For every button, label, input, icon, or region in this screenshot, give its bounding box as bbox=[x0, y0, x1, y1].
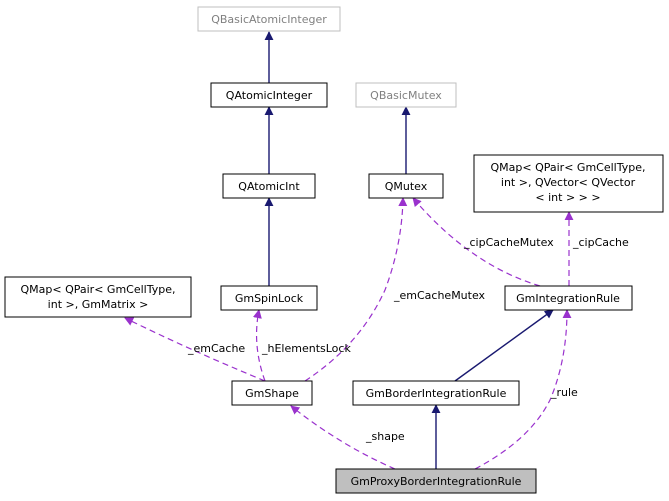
label-cip-cache: _cipCache bbox=[572, 236, 629, 249]
svg-text:< int > > >: < int > > > bbox=[535, 191, 600, 204]
edge-gmborder-to-gmintegration bbox=[454, 309, 554, 382]
svg-text:QMutex: QMutex bbox=[385, 180, 428, 193]
svg-text:int >, GmMatrix >: int >, GmMatrix > bbox=[48, 298, 149, 311]
node-gmproxyborderintegrationrule[interactable]: GmProxyBorderIntegrationRule bbox=[335, 468, 537, 494]
svg-text:GmBorderIntegrationRule: GmBorderIntegrationRule bbox=[366, 387, 507, 400]
svg-text:QMap< QPair< GmCellType,: QMap< QPair< GmCellType, bbox=[491, 161, 646, 174]
node-gmintegrationrule[interactable]: GmIntegrationRule bbox=[504, 285, 633, 311]
svg-text:QMap< QPair< GmCellType,: QMap< QPair< GmCellType, bbox=[21, 283, 176, 296]
edge-em-cache-mutex bbox=[304, 197, 408, 382]
svg-text:GmShape: GmShape bbox=[245, 387, 299, 400]
svg-text:QBasicMutex: QBasicMutex bbox=[370, 89, 442, 102]
edge-cip-cache-mutex bbox=[412, 197, 541, 287]
node-gmshape[interactable]: GmShape bbox=[231, 380, 313, 406]
svg-text:GmSpinLock: GmSpinLock bbox=[235, 292, 304, 305]
node-qmap-cip[interactable]: QMap< QPair< GmCellType, int >, QVector<… bbox=[473, 154, 664, 213]
node-qbasicmutex[interactable]: QBasicMutex bbox=[355, 82, 457, 108]
node-qatomicinteger[interactable]: QAtomicInteger bbox=[210, 82, 328, 108]
node-qbasicatomicinteger[interactable]: QBasicAtomicInteger bbox=[197, 6, 341, 32]
node-qatomicint[interactable]: QAtomicInt bbox=[222, 173, 316, 199]
node-qmap-em[interactable]: QMap< QPair< GmCellType, int >, GmMatrix… bbox=[4, 276, 192, 318]
label-h-elements-lock: _hElementsLock bbox=[261, 342, 351, 355]
svg-text:int >, QVector< QVector: int >, QVector< QVector bbox=[501, 176, 636, 189]
label-rule: _rule bbox=[550, 386, 578, 399]
svg-text:QAtomicInt: QAtomicInt bbox=[238, 180, 300, 193]
label-cip-cache-mutex: _cipCacheMutex bbox=[463, 236, 554, 249]
svg-text:GmIntegrationRule: GmIntegrationRule bbox=[516, 292, 620, 305]
node-gmspinlock[interactable]: GmSpinLock bbox=[220, 285, 318, 311]
edge-rule bbox=[474, 309, 572, 470]
label-em-cache-mutex: _emCacheMutex bbox=[393, 289, 486, 302]
label-shape: _shape bbox=[365, 430, 405, 443]
label-em-cache: _emCache bbox=[187, 342, 245, 355]
svg-text:GmProxyBorderIntegrationRule: GmProxyBorderIntegrationRule bbox=[351, 475, 522, 488]
edge-labels: _cipCache _cipCacheMutex _emCacheMutex _… bbox=[187, 236, 629, 443]
svg-text:QAtomicInteger: QAtomicInteger bbox=[226, 89, 313, 102]
node-qmutex[interactable]: QMutex bbox=[368, 173, 444, 199]
inheritance-edges bbox=[264, 31, 554, 469]
usage-edges bbox=[124, 197, 574, 470]
node-gmborderintegrationrule[interactable]: GmBorderIntegrationRule bbox=[352, 380, 520, 406]
edge-h-elements-lock bbox=[253, 309, 266, 382]
edge-shape bbox=[290, 405, 396, 470]
svg-text:QBasicAtomicInteger: QBasicAtomicInteger bbox=[211, 13, 327, 26]
